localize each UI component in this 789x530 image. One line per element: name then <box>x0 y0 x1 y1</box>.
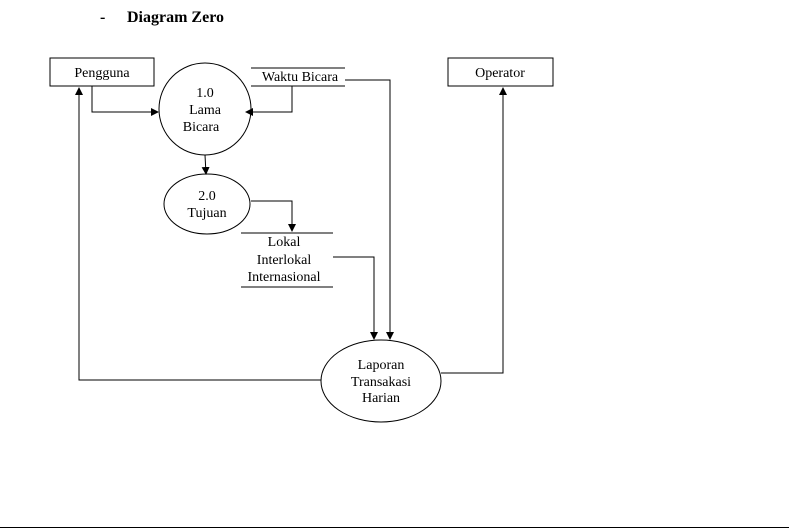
datastore-kategori: Lokal Interlokal Internasional <box>241 232 333 288</box>
process-tujuan-number: 2.0 <box>198 189 216 204</box>
entity-pengguna: Pengguna <box>49 57 155 87</box>
process-tujuan: 2.0 Tujuan <box>163 173 251 235</box>
datastore-kategori-line3: Internasional <box>247 270 320 285</box>
process-tujuan-line1: Tujuan <box>187 206 226 221</box>
datastore-waktu-bicara: Waktu Bicara <box>251 67 345 87</box>
flow-waktu-bicara-to-laporan <box>345 79 394 340</box>
datastore-kategori-line2: Interlokal <box>257 253 312 268</box>
process-laporan-line3: Harian <box>362 391 400 406</box>
process-lama-bicara-line2: Bicara <box>183 120 220 135</box>
heading-title: Diagram Zero <box>127 9 225 26</box>
flow-lama-bicara-to-tujuan <box>201 154 210 175</box>
process-laporan-line1: Laporan <box>358 358 405 373</box>
entity-operator: Operator <box>447 57 554 87</box>
flow-kategori-to-laporan <box>333 256 378 340</box>
process-laporan: Laporan Transakasi Harian <box>320 339 442 423</box>
flow-tujuan-to-kategori <box>251 200 296 232</box>
flow-laporan-to-pengguna <box>75 87 321 381</box>
entity-operator-label: Operator <box>475 66 525 81</box>
diagram-heading: - Diagram Zero <box>100 9 224 27</box>
datastore-waktu-bicara-label: Waktu Bicara <box>262 70 339 85</box>
flow-waktu-bicara-to-lama-bicara <box>245 86 293 116</box>
flow-pengguna-to-lama-bicara <box>91 86 159 116</box>
heading-bullet: - <box>100 9 106 26</box>
process-lama-bicara: 1.0 Lama Bicara <box>158 62 252 156</box>
datastore-kategori-line1: Lokal <box>268 235 301 250</box>
entity-pengguna-label: Pengguna <box>74 66 130 81</box>
process-lama-bicara-number: 1.0 <box>196 86 214 101</box>
process-lama-bicara-line1: Lama <box>189 103 222 118</box>
bottom-divider <box>0 527 789 528</box>
process-laporan-line2: Transakasi <box>351 375 411 390</box>
flow-laporan-to-operator <box>441 87 507 374</box>
